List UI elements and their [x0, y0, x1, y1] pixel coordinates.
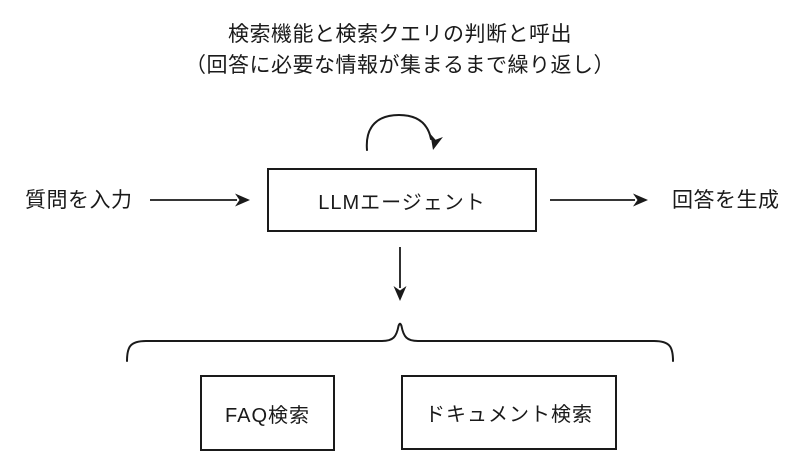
tools-arrow-down-icon	[393, 247, 407, 301]
self-loop-arrow-icon	[365, 113, 443, 151]
llm-agent-label: LLMエージェント	[318, 191, 486, 214]
document-search-node: ドキュメント検索	[401, 375, 617, 450]
faq-search-label: FAQ検索	[224, 404, 310, 427]
input-label: 質問を入力	[25, 189, 133, 212]
diagram-title: 検索機能と検索クエリの判断と呼出 （回答に必要な情報が集まるまで繰り返し）	[0, 19, 800, 81]
output-label: 回答を生成	[672, 189, 780, 212]
diagram-title-line1: 検索機能と検索クエリの判断と呼出	[228, 23, 572, 46]
llm-agent-node: LLMエージェント	[267, 168, 537, 232]
diagram-title-line2: （回答に必要な情報が集まるまで繰り返し）	[185, 54, 615, 77]
output-arrow-right-icon	[550, 193, 648, 207]
faq-search-node: FAQ検索	[200, 375, 335, 451]
document-search-label: ドキュメント検索	[425, 404, 593, 426]
input-arrow-right-icon	[150, 193, 250, 207]
curly-brace-icon	[126, 322, 674, 362]
